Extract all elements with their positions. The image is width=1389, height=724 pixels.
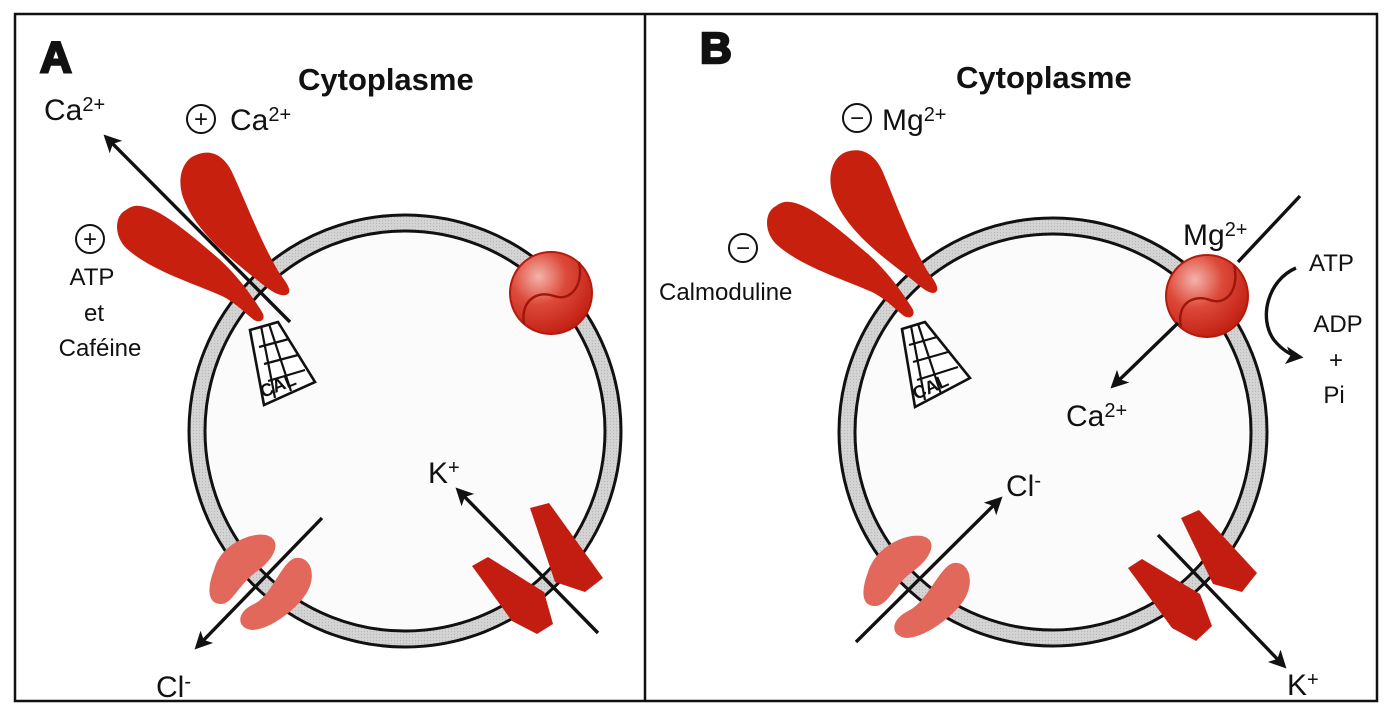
pump-cofactor-label: Mg2+ <box>1183 219 1248 252</box>
minus-circle-icon <box>842 103 872 133</box>
k-flux-arrow <box>1156 533 1287 669</box>
calcium-pump <box>509 251 593 335</box>
ryr-upper-lobe <box>830 150 938 293</box>
figure-frame <box>13 12 1379 703</box>
chloride-channel: Cl- <box>854 470 1041 644</box>
k-ion-label: K+ <box>428 457 460 490</box>
cl-channel-subunit-right <box>240 557 312 630</box>
inhibitor-calmodulin: − Calmoduline <box>659 233 792 306</box>
adp-label: ADP <box>1313 311 1362 338</box>
atp-label: ATP <box>1309 250 1354 277</box>
ca-release-label: Ca2+ <box>44 94 105 127</box>
activator-atp-caffeine: + ATP et Caféine <box>59 224 142 362</box>
pi-label: Pi <box>1323 382 1344 409</box>
potassium-channel: K+ <box>428 457 603 635</box>
activator-sign: + <box>83 226 97 253</box>
cl-ion-label: Cl- <box>1006 470 1041 503</box>
ryr-upper-lobe <box>180 152 290 296</box>
k-channel-subunit-upper <box>1181 510 1257 592</box>
ryr-lower-lobe <box>117 205 264 322</box>
reticulum-membrane <box>837 216 1269 648</box>
k-channel-subunit-upper <box>530 503 603 592</box>
pump-flux-line <box>1236 194 1302 264</box>
k-flux-arrow <box>455 487 600 635</box>
panel-label: B <box>700 24 732 73</box>
inhibitor-mg: − Mg2+ <box>842 103 947 137</box>
activator-line-caffeine: Caféine <box>59 335 142 362</box>
plus-circle-icon <box>186 104 216 134</box>
reticulum-membrane <box>187 213 623 649</box>
inhibitor-label: Calmoduline <box>659 279 792 306</box>
activator-label: Ca2+ <box>230 104 291 137</box>
cl-channel-subunit-left <box>209 534 276 605</box>
ca-uptake-arrow <box>1110 321 1180 389</box>
activator-ca: + Ca2+ <box>186 104 291 137</box>
ryanodine-receptor <box>117 152 290 322</box>
calsequestrin-cal: CAL <box>248 320 317 407</box>
inhibitor-sign: − <box>850 105 864 132</box>
atp-hydrolysis-arrow <box>1264 266 1304 365</box>
activator-line-atp: ATP <box>70 264 115 291</box>
plus-circle-icon <box>75 224 105 254</box>
compartment-title: Cytoplasme <box>956 60 1132 95</box>
compartment-title: Cytoplasme <box>298 62 474 97</box>
calcium-pump: Mg2+ Ca2+ ATP ADP + Pi <box>1066 194 1363 433</box>
k-channel-subunit-lower <box>1128 559 1212 641</box>
cl-ion-label: Cl- <box>156 671 191 704</box>
panel-b: B Cytoplasme CAL − Mg2+ − Calmoduline <box>659 23 1363 702</box>
ryanodine-receptor <box>767 150 938 318</box>
ca-release-arrow <box>103 134 292 324</box>
cl-flux-arrow <box>194 516 324 650</box>
ryr-lower-lobe <box>767 201 914 318</box>
panel-label: A <box>40 33 72 82</box>
cl-channel-subunit-right <box>894 562 970 638</box>
activator-sign: + <box>194 106 208 133</box>
cl-flux-arrow <box>854 496 1003 644</box>
outer-border <box>13 12 1379 703</box>
activator-line-et: et <box>84 300 104 327</box>
chloride-channel: Cl- <box>156 516 324 704</box>
inhibitor-label: Mg2+ <box>882 104 947 137</box>
panel-a: A Cytoplasme CAL Ca2+ + Ca2+ <box>39 32 623 704</box>
minus-circle-icon <box>728 233 758 263</box>
k-ion-label: K+ <box>1287 669 1319 702</box>
ca-uptake-label: Ca2+ <box>1066 400 1127 433</box>
potassium-channel: K+ <box>1128 510 1319 702</box>
cl-channel-subunit-left <box>863 535 932 607</box>
plus-label: + <box>1329 347 1343 374</box>
inhibitor-sign: − <box>736 235 750 262</box>
k-channel-subunit-lower <box>472 557 553 634</box>
